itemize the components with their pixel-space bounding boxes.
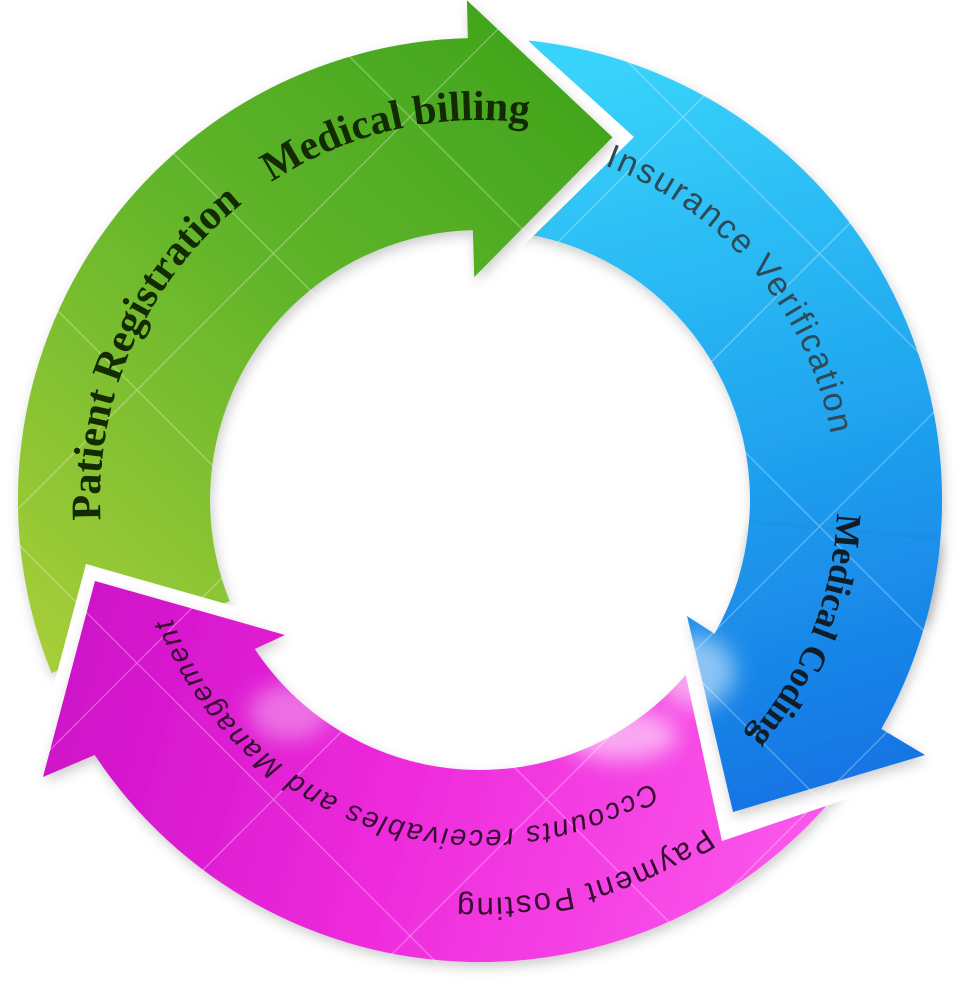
soft-white-blobs [248, 636, 735, 761]
arrow-shapes [17, 0, 957, 963]
green-arrow [17, 0, 613, 674]
blue-arrow-head-segment [687, 523, 941, 812]
pink-arrow [43, 581, 854, 963]
blue-arrow-tail-segment [508, 40, 943, 620]
